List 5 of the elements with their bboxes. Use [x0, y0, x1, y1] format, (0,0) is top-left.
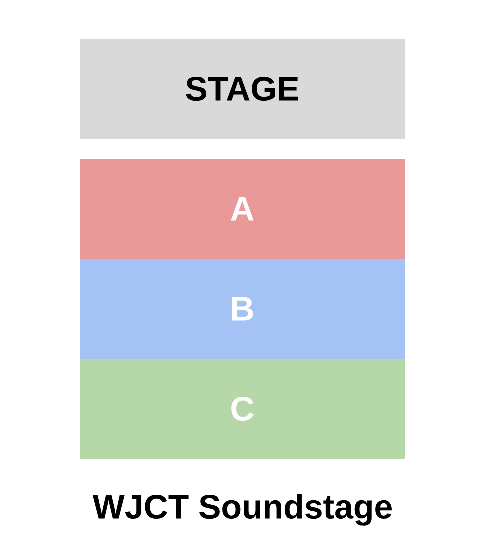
seating-section: A [80, 159, 405, 259]
stage-box: STAGE [80, 39, 405, 139]
seating-section: B [80, 259, 405, 359]
seating-section: C [80, 359, 405, 459]
title: WJCT Soundstage [92, 494, 392, 526]
